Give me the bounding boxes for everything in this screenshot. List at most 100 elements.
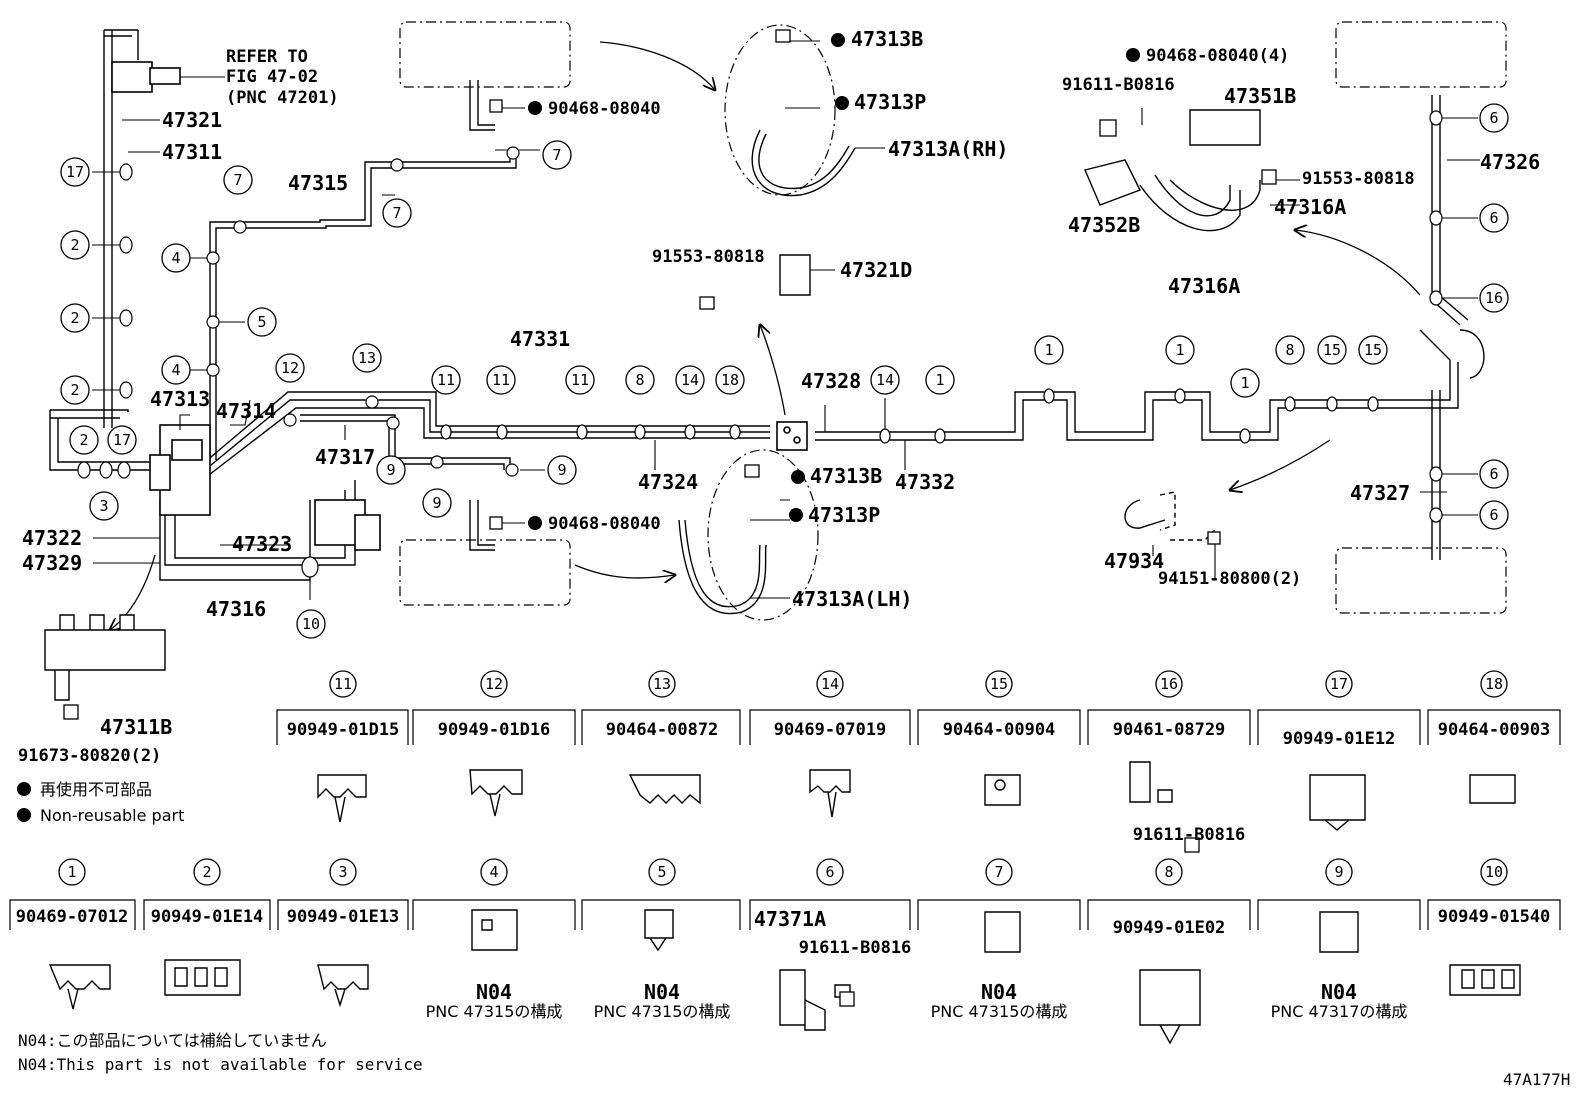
callout-circle-9	[422, 488, 452, 518]
clip-17-illustration	[1309, 774, 1366, 831]
label-47322: 47322	[22, 526, 82, 550]
label-47324: 47324	[638, 470, 698, 494]
refer-line-2: FIG 47-02	[226, 67, 318, 87]
label-47316A-1: 47316A	[1274, 195, 1346, 219]
clip-number: 11	[334, 675, 352, 693]
callout-number: 17	[113, 431, 131, 449]
clip-number: 7	[994, 863, 1003, 881]
clip-number-circle	[985, 670, 1013, 698]
clip-7-illustration	[984, 911, 1021, 953]
callout-number: 11	[571, 371, 589, 389]
callout-circle-11	[431, 365, 461, 395]
callout-circle-15	[1358, 335, 1388, 365]
callout-circle-4	[161, 243, 191, 273]
refer-line-1: REFER TO	[226, 47, 308, 67]
clip-16-illustration	[1129, 761, 1173, 803]
callout-number: 13	[358, 349, 376, 367]
callout-number: 3	[99, 497, 108, 515]
clip-illustrations	[44, 109, 1521, 1045]
clip-number: 10	[1485, 863, 1503, 881]
clip-2-illustration	[164, 959, 241, 996]
clip-number-circle	[648, 858, 676, 886]
clip-part-number: N04	[1321, 980, 1357, 1004]
legend-en: Non-reusable part	[40, 806, 184, 825]
label-90468-bottom: 90468-08040	[548, 514, 661, 534]
label-90468-4: 90468-08040(4)	[1146, 46, 1289, 66]
clip-15-illustration	[984, 774, 1021, 806]
label-91553-middle: 91553-80818	[652, 247, 765, 267]
callout-circle-2	[60, 230, 90, 260]
clip-part-number: N04	[981, 980, 1017, 1004]
label-47313A-rh: 47313A(RH)	[888, 137, 1008, 161]
callout-circle-12	[275, 353, 305, 383]
callout-number: 7	[392, 204, 401, 222]
callout-number: 14	[681, 371, 699, 389]
clip-part-number: 90949-01D15	[287, 720, 400, 740]
callout-number: 5	[257, 313, 266, 331]
clip-number-circle	[816, 670, 844, 698]
label-47323: 47323	[232, 532, 292, 556]
callout-number: 8	[1285, 341, 1294, 359]
clip-sub-part-number: 91611-B0816	[799, 938, 912, 958]
clip-10-illustration	[1449, 964, 1521, 996]
reference-boxes	[399, 21, 1507, 621]
clip-part-number: 90469-07012	[16, 907, 129, 927]
flex-hoses	[469, 80, 1485, 615]
clip-sub-note: PNC 47315の構成	[426, 1002, 563, 1021]
clip-14-illustration	[809, 769, 851, 818]
callout-circle-8	[1275, 335, 1305, 365]
callout-circle-9	[547, 455, 577, 485]
clip-part-number: 90949-01D16	[438, 720, 551, 740]
part-47321D-illustration	[779, 254, 811, 296]
callout-number: 12	[281, 359, 299, 377]
callout-circle-6	[1479, 459, 1509, 489]
clip-number-circle	[816, 858, 844, 886]
clip-number: 18	[1485, 675, 1503, 693]
callout-circle-5	[247, 307, 277, 337]
callout-circle-6	[1479, 103, 1509, 133]
clip-part-number: 90469-07019	[774, 720, 887, 740]
label-47317: 47317	[315, 445, 375, 469]
clip-number: 1	[67, 863, 76, 881]
callout-number: 7	[233, 171, 242, 189]
proportioning-valve-47311B	[44, 614, 166, 701]
label-47313B-bottom: 47313B	[810, 464, 882, 488]
callout-circle-14	[870, 365, 900, 395]
callout-circle-14	[675, 365, 705, 395]
callout-circle-1	[1230, 368, 1260, 398]
label-47311: 47311	[162, 140, 222, 164]
clip-13-illustration	[628, 774, 701, 805]
callout-circle-7	[382, 198, 412, 228]
callout-circle-16	[1479, 283, 1509, 313]
clip-number: 6	[825, 863, 834, 881]
callout-circle-13	[352, 343, 382, 373]
direction-arrows	[110, 41, 1421, 630]
callout-number: 4	[171, 361, 180, 379]
clip-12-illustration	[469, 769, 523, 817]
callout-number: 2	[70, 236, 79, 254]
note-en: N04:This part is not available for servi…	[18, 1055, 423, 1074]
text-labels: REFER TO FIG 47-02 (PNC 47201) 47321 473…	[18, 27, 1570, 1089]
clip-1-illustration	[48, 964, 111, 1010]
clip-number-circle	[480, 670, 508, 698]
callout-number: 9	[557, 461, 566, 479]
callout-circle-8	[625, 365, 655, 395]
clip-number: 15	[990, 675, 1008, 693]
clip-8-illustration	[1139, 969, 1201, 1045]
callout-number: 17	[66, 163, 84, 181]
clip-3-illustration	[317, 964, 369, 1008]
clip-number: 13	[653, 675, 671, 693]
label-47315: 47315	[288, 171, 348, 195]
part-47352B-illustration	[1084, 159, 1141, 206]
callout-number: 9	[386, 461, 395, 479]
callout-circle-15	[1317, 335, 1347, 365]
callout-circle-1	[925, 365, 955, 395]
label-47332: 47332	[895, 470, 955, 494]
label-47314: 47314	[216, 399, 276, 423]
label-47316A-2: 47316A	[1168, 274, 1240, 298]
clip-number-circle	[1325, 858, 1353, 886]
callout-circle-18	[715, 365, 745, 395]
clip-sub-note: PNC 47317の構成	[1271, 1002, 1408, 1021]
